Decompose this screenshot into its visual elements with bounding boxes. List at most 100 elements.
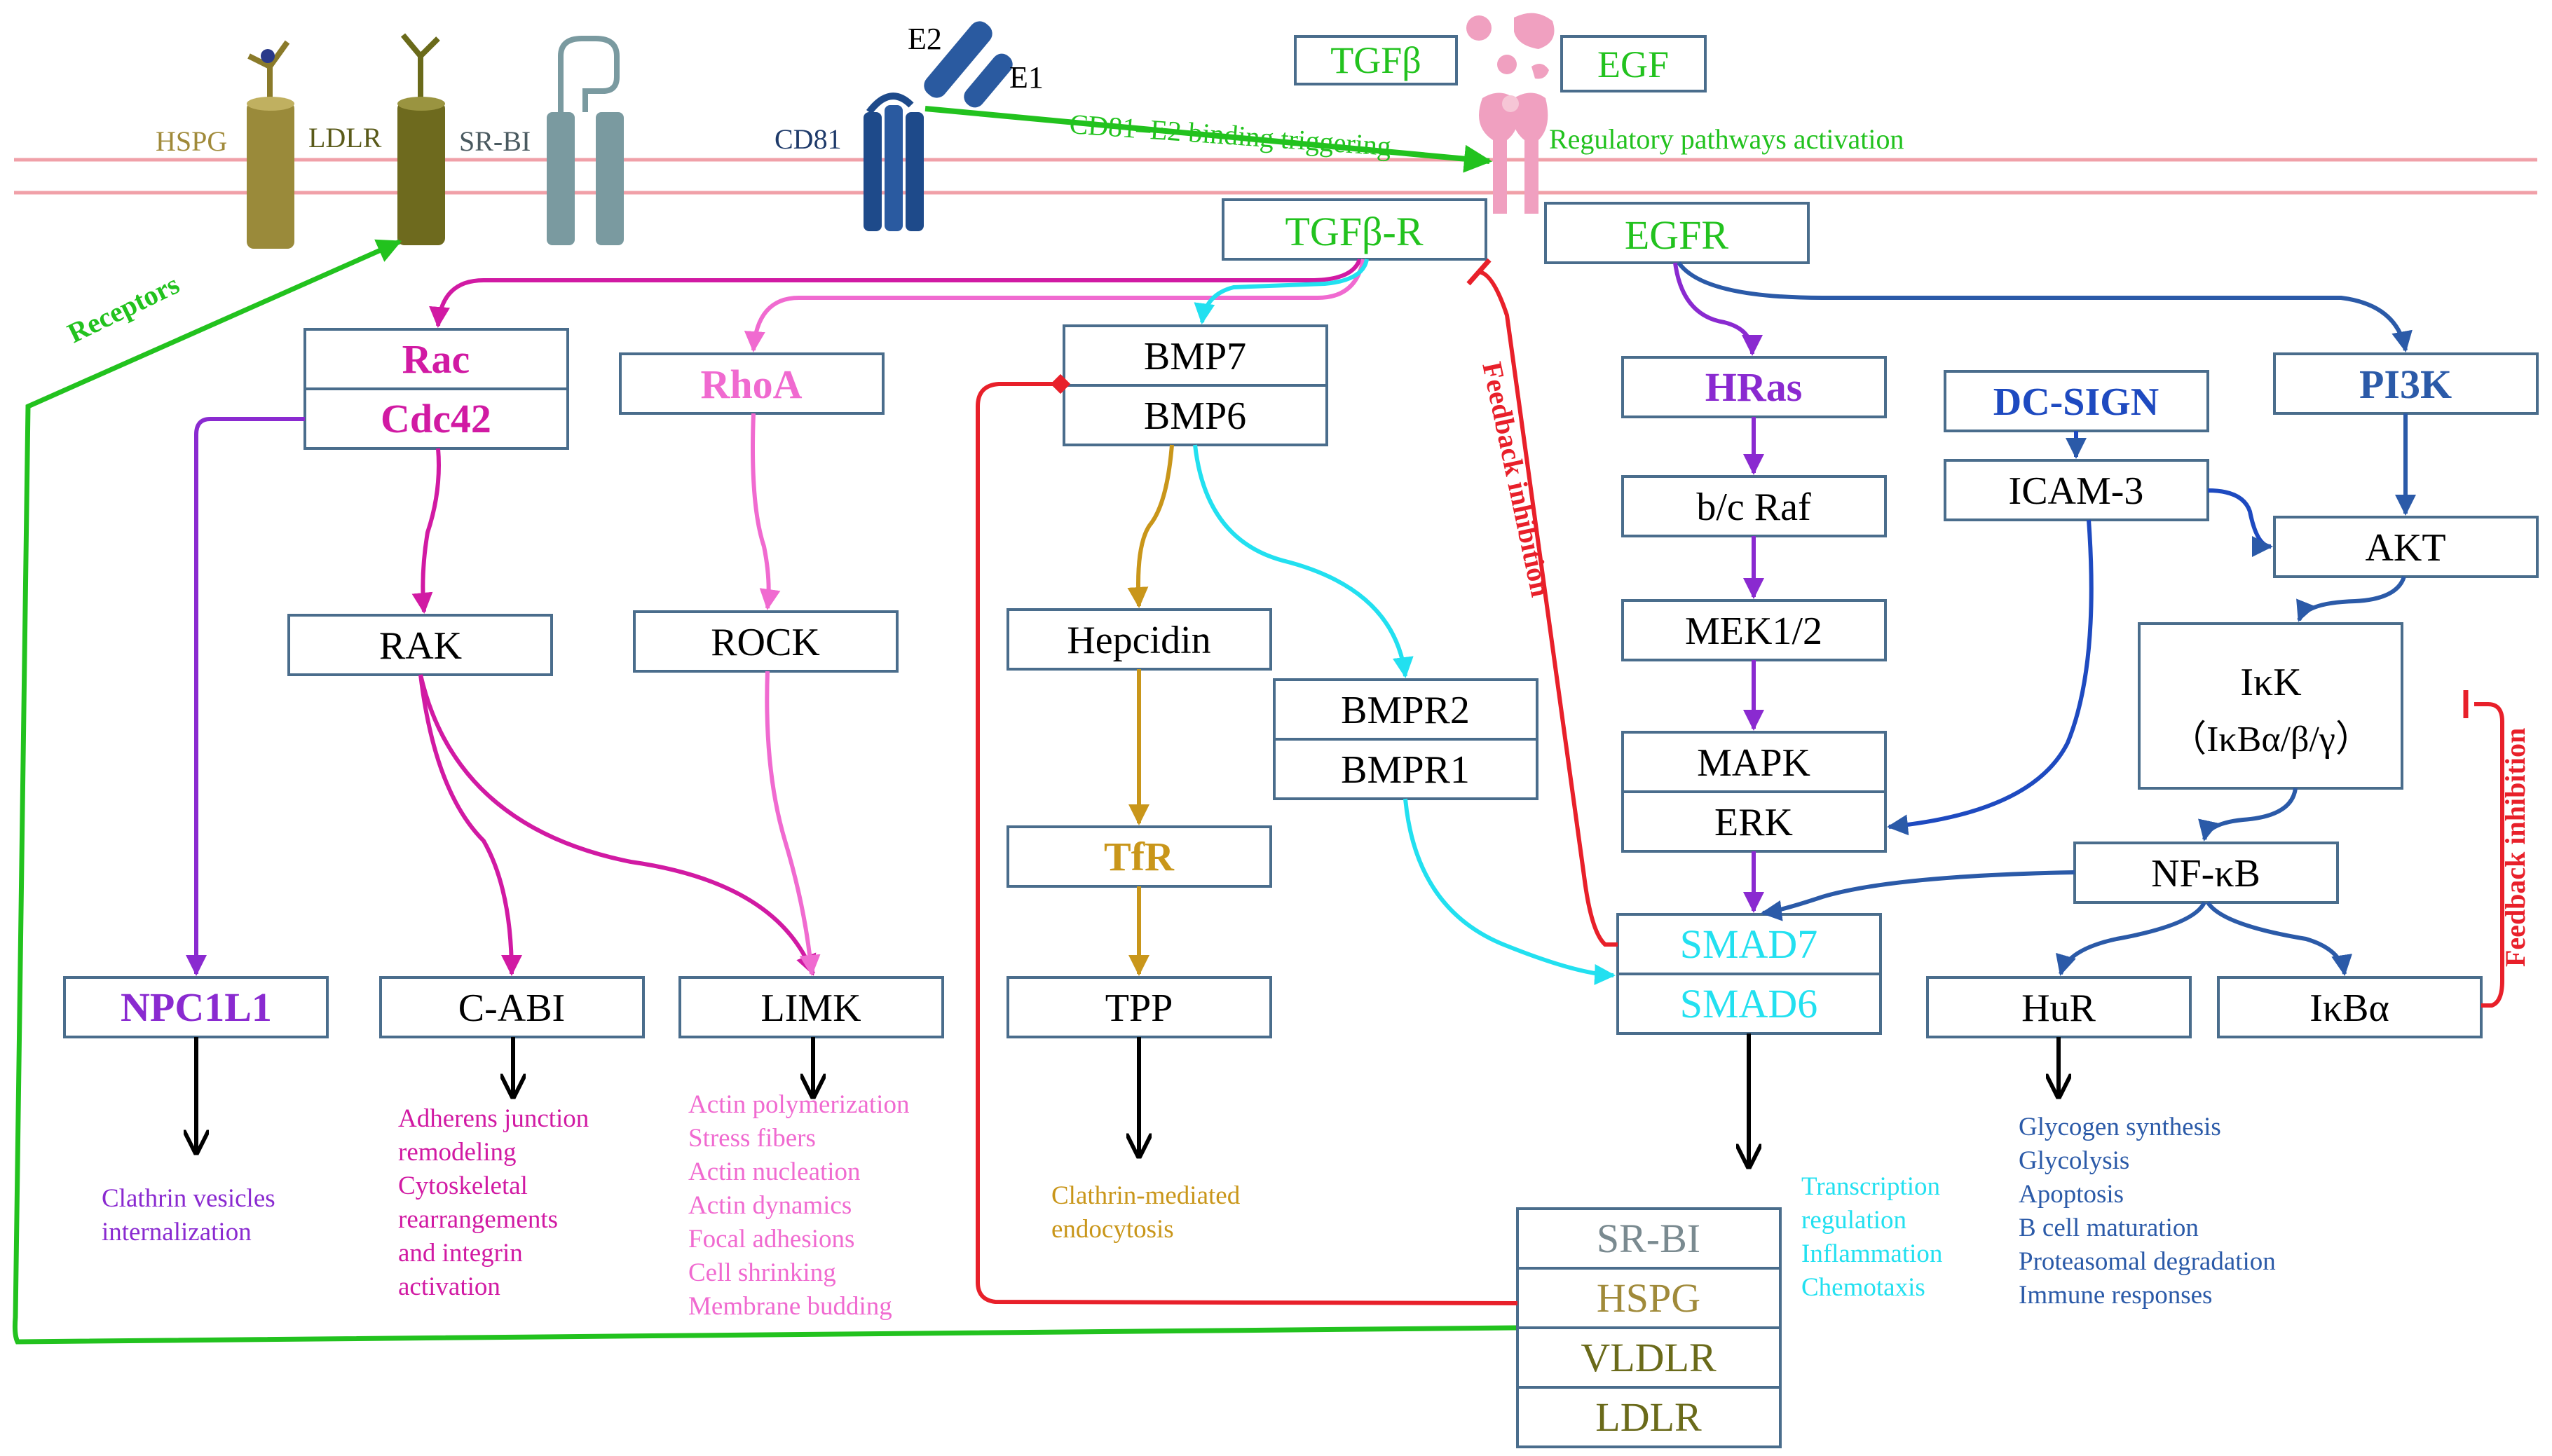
cabi-outcome-text: Adherens junction remodeling Cytoskeleta… — [398, 1104, 589, 1301]
hepcidin-box — [1007, 608, 1272, 671]
icam3-box — [1944, 459, 2209, 521]
outcome-line: Cell shrinking — [688, 1258, 836, 1287]
stack-ldlr-label: LDLR — [1595, 1394, 1702, 1440]
egf-ligand-label: EGF — [1597, 43, 1669, 85]
stack-srbi-box — [1516, 1207, 1782, 1270]
rock-label: ROCK — [711, 621, 820, 664]
limk-box — [678, 976, 944, 1038]
outcome-line: and integrin — [398, 1239, 523, 1268]
egfr-to-pi3k-arrow — [1677, 261, 2413, 352]
hur-outcome-text: Glycogen synthesis Glycolysis Apoptosis … — [2019, 1113, 2276, 1310]
outcome-line: rearrangements — [398, 1205, 558, 1234]
smad-outcome-text: Transcription regulation Inflammation Ch… — [1801, 1172, 1942, 1302]
outcome-line: internalization — [102, 1218, 252, 1246]
braf-box — [1621, 475, 1887, 537]
smad7-label: SMAD7 — [1680, 921, 1818, 967]
outcome-line: Adherens junction — [398, 1104, 589, 1133]
erk-label: ERK — [1714, 801, 1793, 844]
icam3-label: ICAM-3 — [2009, 469, 2144, 513]
tgfbr-to-rhoa-arrow — [744, 259, 1365, 352]
regulatory-activation-text: Regulatory pathways activation — [1549, 123, 1904, 155]
npc1l1-label: NPC1L1 — [121, 984, 272, 1030]
tgfbr-label: TGFβ-R — [1285, 209, 1423, 254]
bmp7-label: BMP7 — [1144, 335, 1246, 378]
ikba-box — [2217, 976, 2483, 1038]
bmp6-to-hepcidin-arrow — [1127, 444, 1174, 608]
stack-vldlr-box — [1516, 1326, 1782, 1389]
bmpr1-to-smad6-arrow — [1403, 798, 1616, 985]
bmpr2-label: BMPR2 — [1341, 689, 1470, 732]
ligand-cluster-icon — [1466, 13, 1555, 79]
cdc42-label: Cdc42 — [381, 396, 491, 441]
srbi-receptor-icon — [547, 36, 624, 245]
nfkb-to-smad7-arrow — [1761, 870, 2075, 921]
outcome-line: Glycolysis — [2019, 1146, 2129, 1175]
outcome-line: remodeling — [398, 1138, 517, 1167]
stack-ldlr-box — [1516, 1386, 1782, 1448]
limk-outcome-text: Actin polymerization Stress fibers Actin… — [688, 1090, 909, 1321]
rak-to-limk-arrow — [418, 674, 817, 976]
mapk-label: MAPK — [1697, 741, 1810, 785]
bmpr1-box — [1273, 738, 1538, 800]
nfkb-label: NF-κB — [2151, 852, 2260, 895]
tpp-label: TPP — [1105, 987, 1173, 1030]
ikba-label: IκBα — [2309, 987, 2389, 1030]
rak-to-cabi-arrow — [418, 674, 522, 976]
nfkb-box — [2073, 842, 2339, 904]
feedback-inhibition-right-label: Feedback inhibition — [2499, 728, 2531, 967]
mek-label: MEK1/2 — [1685, 610, 1822, 653]
cabi-box — [379, 976, 645, 1038]
tgfb-ligand-box — [1294, 35, 1458, 85]
mapk-box — [1621, 731, 1887, 793]
outcome-line: Inflammation — [1801, 1239, 1942, 1268]
limk-label: LIMK — [760, 987, 861, 1030]
tgfbr-to-rac-arrow — [429, 258, 1362, 328]
bmpr1-label: BMPR1 — [1341, 748, 1470, 792]
cd81-label: CD81 — [775, 123, 842, 155]
outcome-line: Actin dynamics — [688, 1191, 852, 1220]
bmp6-box — [1063, 384, 1328, 446]
outcome-line: Glycogen synthesis — [2019, 1113, 2221, 1141]
ldlr-receptor-icon — [397, 33, 445, 245]
ldlr-label: LDLR — [308, 122, 382, 153]
nfkb-to-hur-arrow — [2056, 901, 2206, 976]
nfkb-to-ikba-arrow — [2206, 901, 2353, 976]
ikba-feedback-inhibition-line — [2474, 702, 2504, 1008]
braf-label: b/c Raf — [1696, 486, 1811, 529]
receptors-loop-label: Receptors — [62, 268, 184, 349]
outcome-line: Actin nucleation — [688, 1158, 861, 1186]
outcome-line: Stress fibers — [688, 1124, 816, 1153]
akt-to-ikk-arrow — [2296, 575, 2406, 622]
rock-to-limk-arrow — [765, 671, 821, 976]
outcome-line: endocytosis — [1051, 1215, 1174, 1244]
outcome-line: Clathrin vesicles — [102, 1184, 275, 1213]
ikk-box — [2138, 622, 2403, 790]
cdc42-to-rak-arrow — [411, 448, 441, 614]
rhoa-to-rock-arrow — [751, 413, 781, 610]
rhoa-label: RhoA — [700, 362, 802, 407]
hspg-to-bmp-red-line — [976, 382, 1518, 1305]
cdc42-to-npc1l1-arrow — [186, 417, 305, 976]
hras-label: HRas — [1705, 364, 1803, 410]
outcome-line: Clathrin-mediated — [1051, 1181, 1241, 1210]
outcome-line: Membrane budding — [688, 1292, 892, 1321]
tgfb-ligand-label: TGFβ — [1330, 39, 1421, 81]
outcome-line: Chemotaxis — [1801, 1273, 1925, 1302]
akt-box — [2273, 516, 2539, 578]
bmpr2-box — [1273, 678, 1538, 741]
hepcidin-label: Hepcidin — [1067, 619, 1210, 662]
egf-ligand-box — [1560, 35, 1707, 92]
hur-label: HuR — [2021, 987, 2096, 1030]
stack-hspg-label: HSPG — [1597, 1275, 1700, 1321]
rak-label: RAK — [379, 624, 462, 668]
dcsign-label: DC-SIGN — [1993, 380, 2159, 424]
e1-label: E1 — [1009, 60, 1044, 95]
outcome-line: Immune responses — [2019, 1281, 2212, 1310]
tpp-box — [1007, 976, 1272, 1038]
ikk-subunits-label: （IκBα/β/γ） — [2170, 720, 2372, 760]
outcome-line: Focal adhesions — [688, 1225, 854, 1254]
smad6-label: SMAD6 — [1680, 981, 1818, 1026]
bmp6-label: BMP6 — [1144, 394, 1246, 438]
stack-vldlr-label: VLDLR — [1581, 1335, 1717, 1380]
